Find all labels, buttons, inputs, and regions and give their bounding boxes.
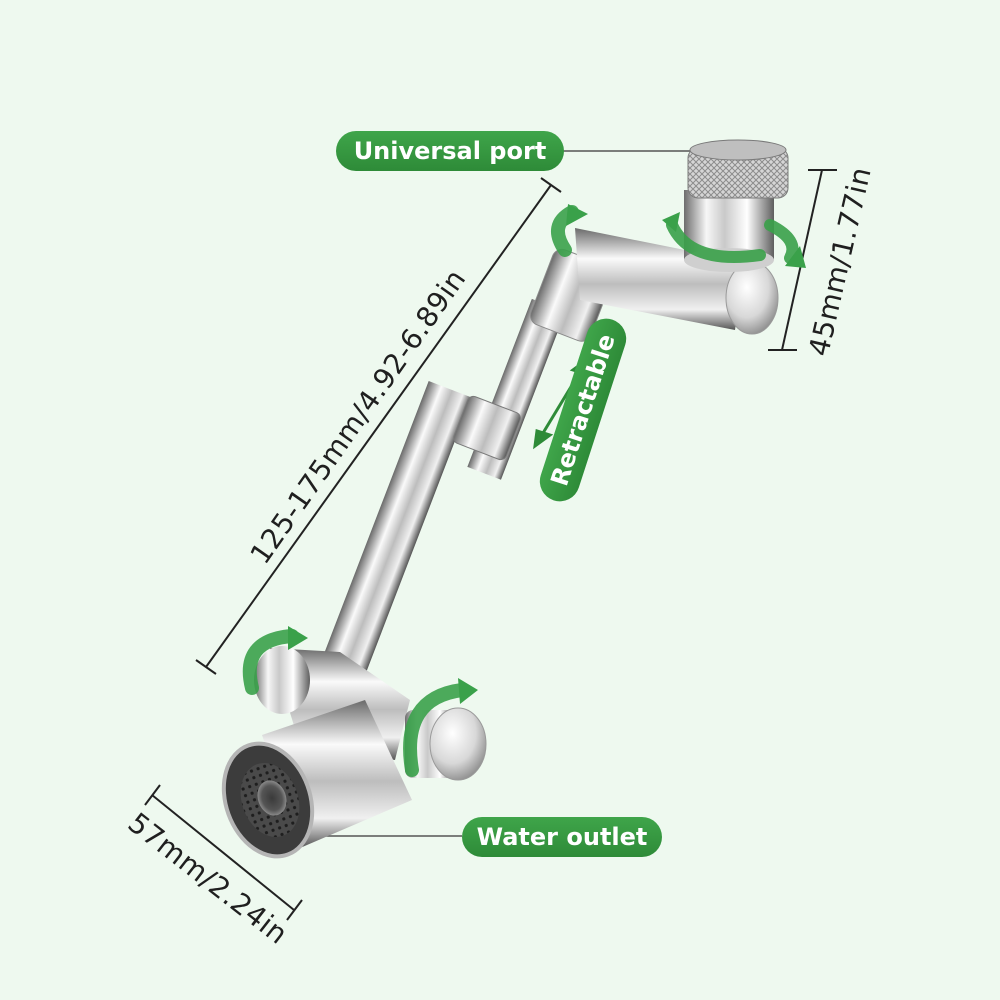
rotation-arrowhead-upper-left <box>566 204 588 226</box>
rotation-arrowhead-lower-right <box>458 678 478 704</box>
water-outlet-label: Water outlet <box>462 817 662 857</box>
lower-arm <box>299 381 472 734</box>
rotation-arrowhead-lower-left <box>288 626 308 650</box>
outlet-head <box>221 700 412 859</box>
rotation-arrowhead-upper-right <box>785 246 806 268</box>
rotation-arrowhead-upper-right-2 <box>662 212 680 232</box>
rotation-arrow-lower-left <box>242 629 299 695</box>
arm-length-dimension-line <box>195 177 562 675</box>
outlet-diameter-dimension-line <box>144 784 303 921</box>
rotation-arrow-lower-right <box>403 683 469 777</box>
collar-ring <box>453 395 521 461</box>
universal-port-label: Universal port <box>336 131 564 171</box>
rotation-arrow-upper-right <box>666 219 799 264</box>
